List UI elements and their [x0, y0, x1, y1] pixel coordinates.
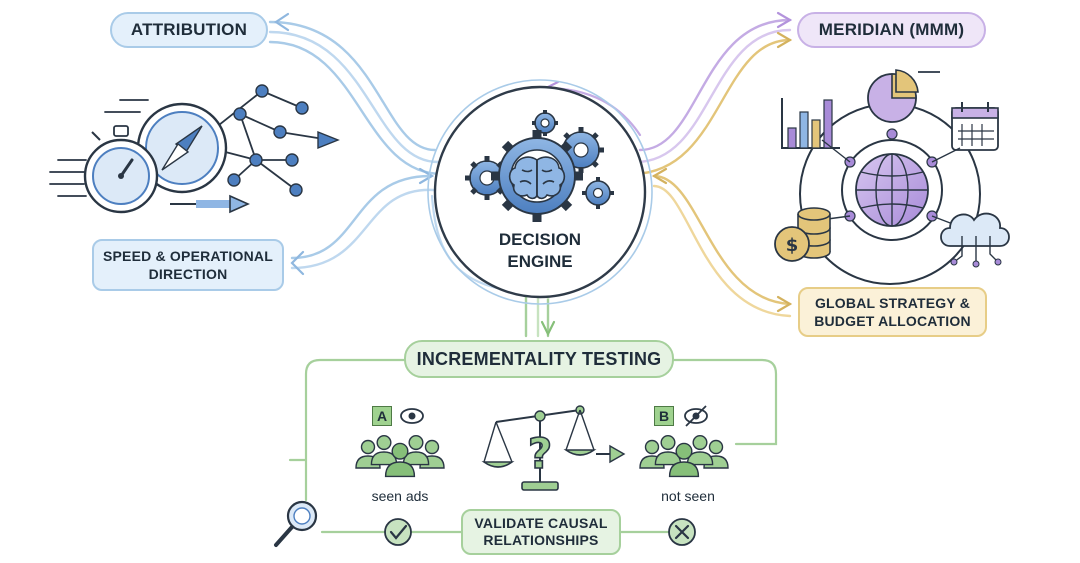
people-group-icon — [639, 435, 729, 478]
compass-icon — [136, 102, 228, 194]
question-mark-icon: ? — [527, 428, 553, 479]
attribution-flow — [268, 12, 444, 176]
global-label-line1: GLOBAL STRATEGY & — [814, 295, 971, 311]
meridian-node: MERIDIAN (MMM) — [797, 12, 986, 48]
meridian-label: MERIDIAN (MMM) — [818, 20, 965, 39]
speed-label-line1: SPEED & OPERATIONAL — [102, 248, 273, 264]
eye-slash-icon — [684, 405, 708, 427]
eye-icon — [400, 408, 424, 424]
group-b-caption: not seen — [661, 488, 715, 504]
attribution-node: ATTRIBUTION — [110, 12, 268, 48]
svg-text:$: $ — [786, 235, 799, 256]
attribution-label: ATTRIBUTION — [130, 20, 248, 39]
pie-chart-icon — [867, 69, 940, 123]
svg-text:?: ? — [528, 429, 552, 478]
group-a-caption: seen ads — [371, 488, 429, 504]
validate-label-line2: RELATIONSHIPS — [483, 532, 599, 548]
balance-scale-icon — [481, 405, 626, 491]
budget-flow — [651, 167, 793, 318]
brain-icon — [508, 156, 566, 200]
engine-title-line1: DECISION — [498, 230, 582, 249]
incrementality-label: INCREMENTALITY TESTING — [416, 348, 662, 369]
network-graph-icon — [199, 84, 340, 197]
global-label-line2: BUDGET ALLOCATION — [814, 313, 971, 329]
magnifier-icon — [274, 500, 318, 547]
incrementality-node: INCREMENTALITY TESTING — [404, 340, 674, 378]
speed-label-line2: DIRECTION — [148, 266, 228, 282]
decision-engine-title: DECISION ENGINE — [470, 229, 610, 273]
speed-lines-icon — [49, 99, 149, 197]
stopwatch-icon — [83, 125, 159, 214]
group-a-badge: A — [372, 406, 392, 426]
engine-title-line2: ENGINE — [507, 252, 573, 271]
bar-chart-icon — [781, 98, 840, 149]
people-group-icon — [355, 435, 445, 478]
group-b-badge: B — [654, 406, 674, 426]
validate-label-line1: VALIDATE CAUSAL — [474, 515, 608, 531]
motion-arrow-icon — [170, 194, 250, 214]
globe-icon — [819, 128, 961, 241]
cross-icon — [668, 518, 696, 546]
calendar-icon — [951, 102, 999, 151]
coins-icon: $ — [774, 207, 831, 262]
speed-direction-node: SPEED & OPERATIONAL DIRECTION — [92, 239, 284, 291]
global-strategy-node: GLOBAL STRATEGY & BUDGET ALLOCATION — [798, 287, 987, 337]
check-icon — [384, 518, 412, 546]
validate-node: VALIDATE CAUSAL RELATIONSHIPS — [461, 509, 621, 555]
cloud-network-icon — [940, 212, 1010, 268]
meridian-flow — [543, 11, 793, 176]
